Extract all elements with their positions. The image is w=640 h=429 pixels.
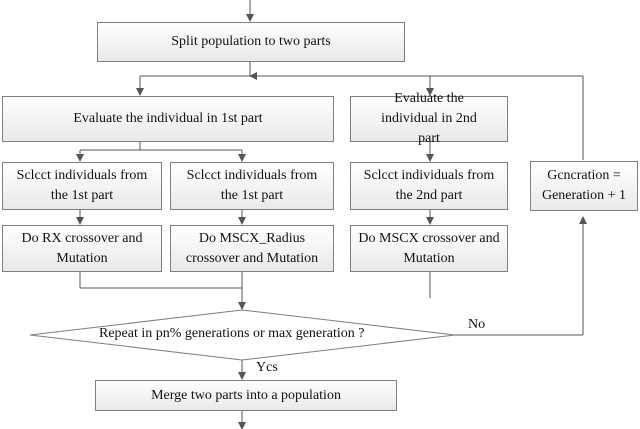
mscx-crossover-box: Do MSCX crossover and Mutation: [350, 225, 508, 272]
yes-label: Ycs: [256, 360, 278, 375]
merge-parts-box: Merge two parts into a population: [95, 380, 397, 411]
evaluate-2nd-part-box: Evaluate the individual in 2nd part: [350, 91, 508, 146]
select-individuals-2nd-part-box: Sclcct individuals from the 2nd part: [350, 162, 508, 210]
decision-label: Repeat in pn% generations or max generat…: [99, 326, 365, 341]
mscx-radius-crossover-box: Do MSCX_Radius crossover and Mutation: [170, 225, 334, 272]
rx-crossover-box: Do RX crossover and Mutation: [2, 225, 162, 272]
decision-diamond: [29, 309, 456, 361]
select-individuals-1st-part-a-box: Sclcct individuals from the 1st part: [2, 162, 162, 210]
generation-increment-box: Gcncration = Generation + 1: [530, 161, 638, 211]
select-individuals-1st-part-b-box: Sclcct individuals from the 1st part: [170, 162, 334, 210]
split-population-box: Split population to two parts: [97, 22, 405, 62]
no-label: No: [468, 317, 486, 332]
evaluate-1st-part-box: Evaluate the individual in 1st part: [2, 96, 334, 142]
